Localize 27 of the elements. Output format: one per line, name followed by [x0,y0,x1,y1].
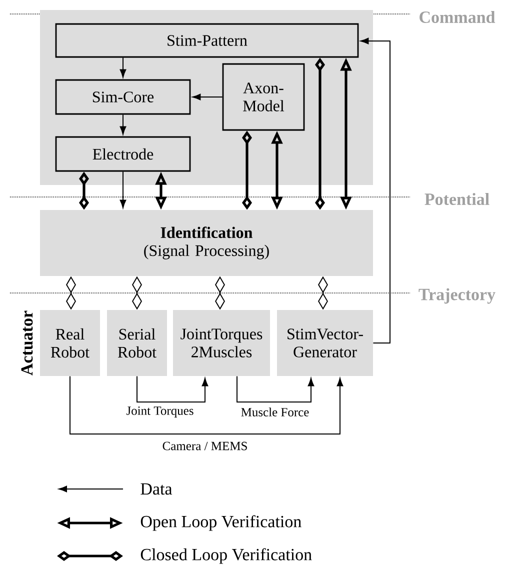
level-label: Potential [423,192,491,206]
level-label: Trajectory [417,287,497,305]
arrow [360,38,390,344]
process-box: Sim-Core [55,79,191,115]
legend-label: Data [140,483,172,495]
process-box: Axon- Model [222,63,305,131]
edge-label: Muscle Force [240,406,310,418]
process-box: Real Robot [40,310,100,376]
arrow [192,94,223,100]
arrow [136,376,208,402]
process-panel: Identification (Signal Processing) [40,210,373,276]
arrow [70,376,344,434]
arrow [120,57,126,78]
legend-label: Open Loop Verification [140,515,302,531]
arrow [120,114,126,135]
process-box: JointTorques 2Muscles [173,310,270,376]
edge-label: Joint Torques [125,406,195,418]
process-box: Electrode [55,136,191,172]
process-box: Stim-Pattern [55,23,359,58]
process-box: StimVector- Generator [277,310,373,376]
legend-label: Closed Loop Verification [140,548,312,564]
group-label: Actuator [21,310,33,376]
arrow [236,376,314,402]
process-box: Serial Robot [107,310,167,376]
arrow [120,171,126,208]
edge-label: Camera / MEMS [161,440,249,452]
level-label: Command [418,10,496,24]
